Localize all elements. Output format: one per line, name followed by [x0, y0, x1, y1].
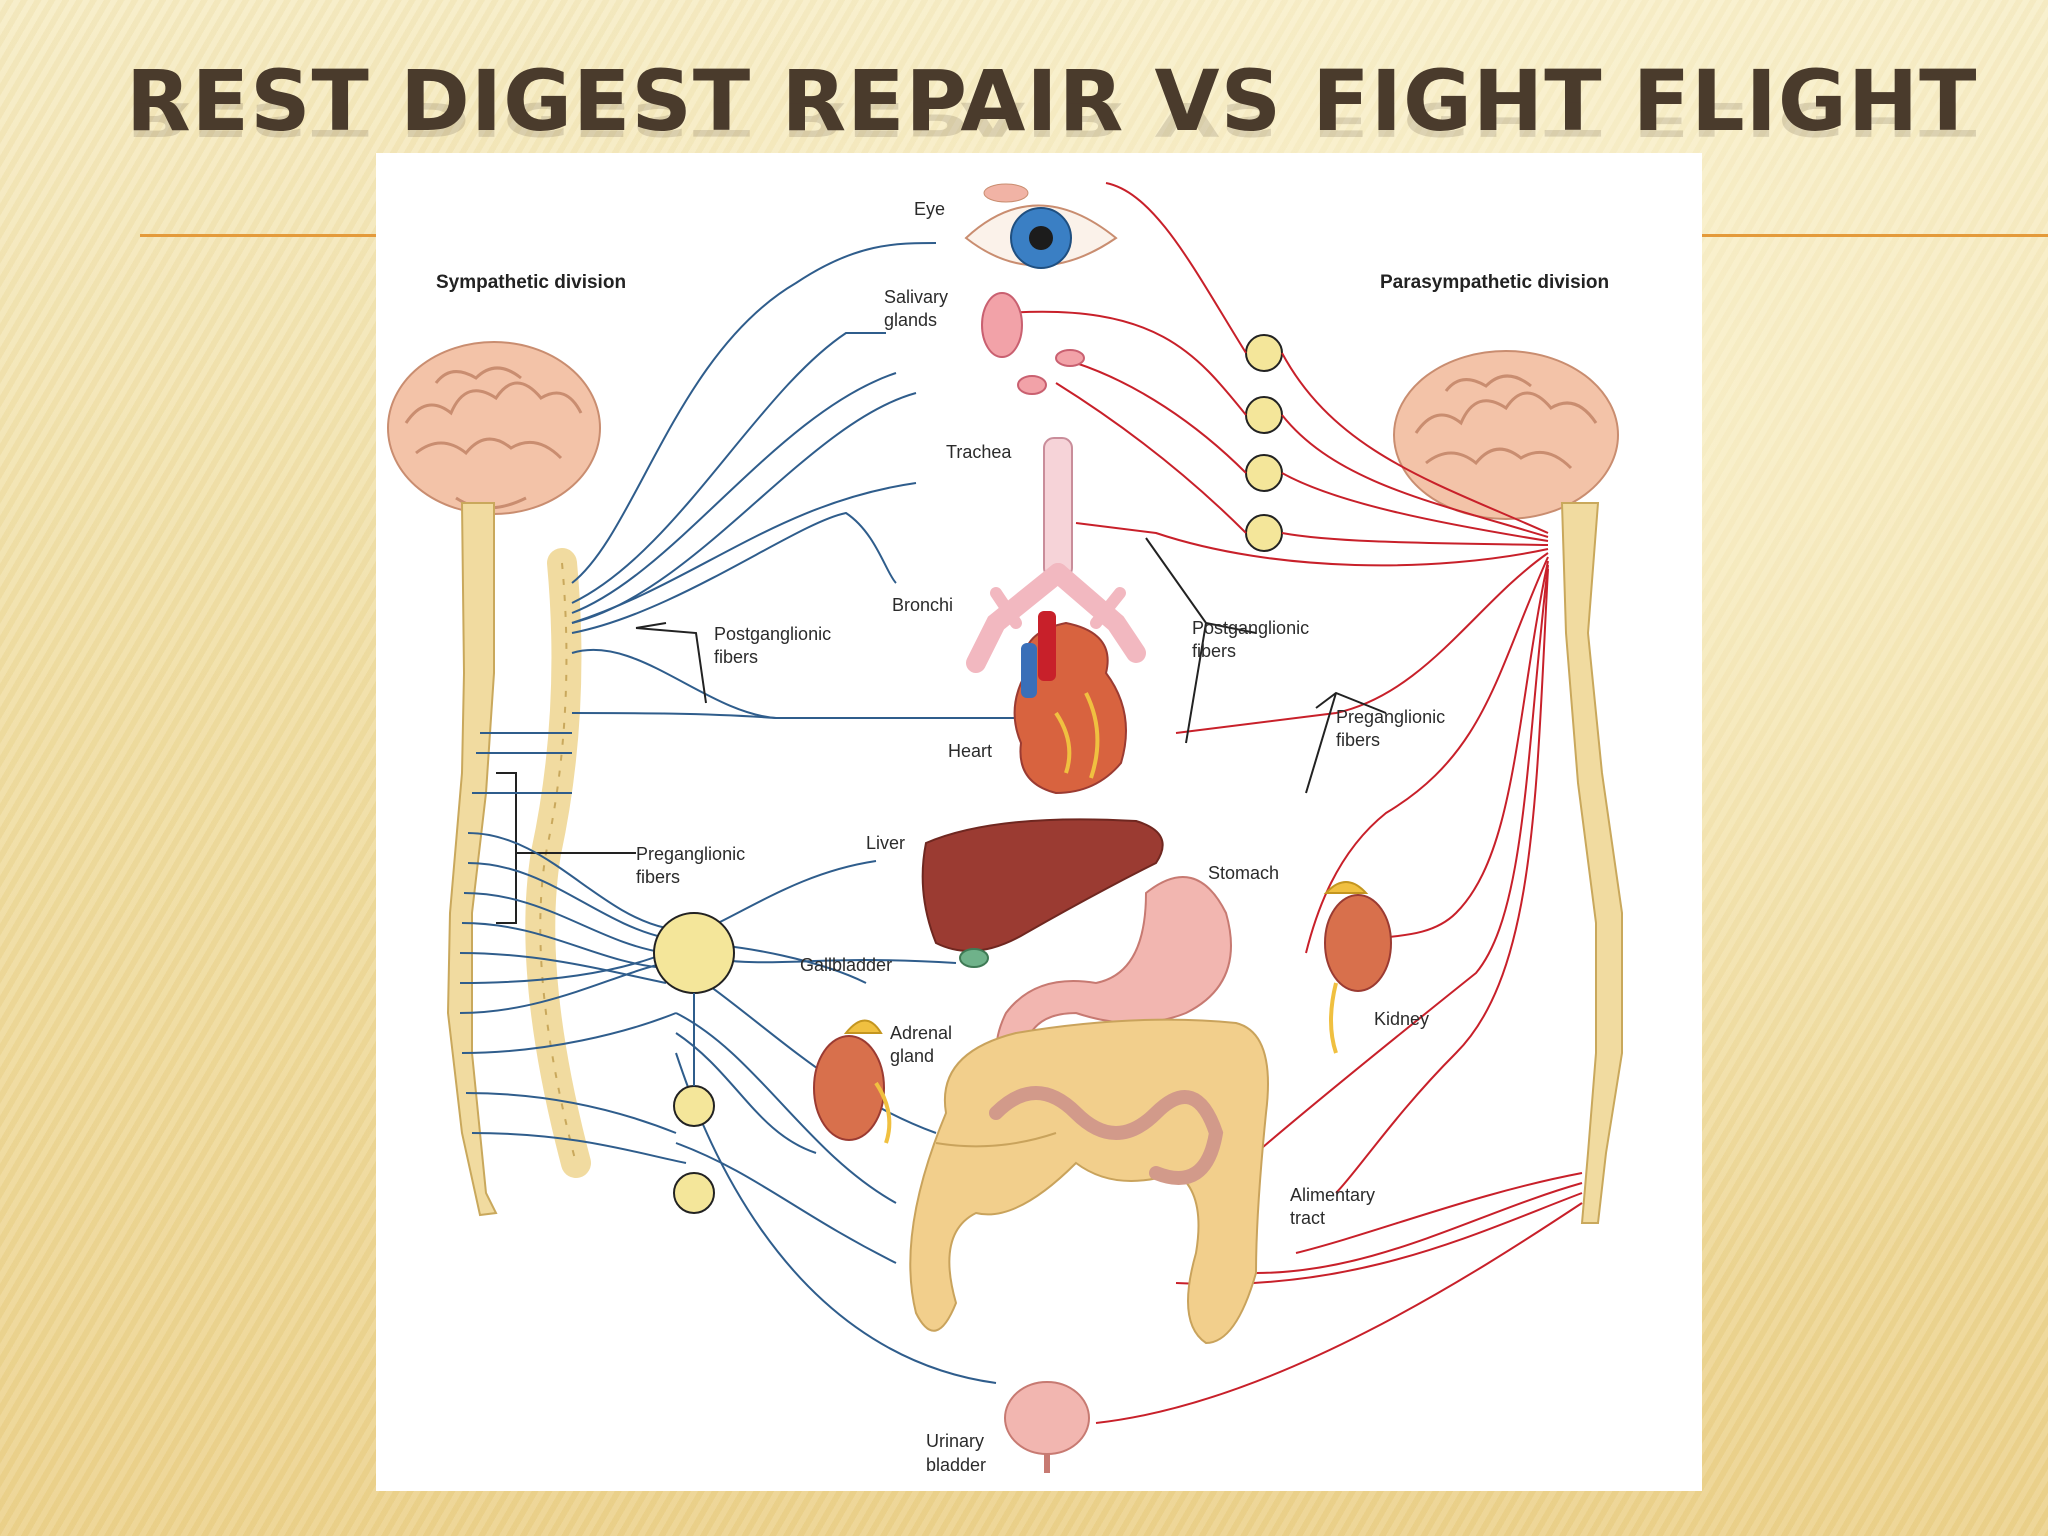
symp-pre-bracket [496, 773, 516, 923]
label-stomach: Stomach [1208, 863, 1279, 883]
label-adrenal-2: gland [890, 1046, 934, 1066]
label-trachea: Trachea [946, 442, 1012, 462]
label-para-preganglionic-1: Preganglionic [1336, 707, 1445, 727]
liver-organ [923, 819, 1163, 967]
label-alimentary-1: Alimentary [1290, 1185, 1375, 1205]
label-gallbladder: Gallbladder [800, 955, 892, 975]
title-rule-left [140, 234, 376, 237]
label-heart: Heart [948, 741, 992, 761]
label-liver: Liver [866, 833, 905, 853]
label-salivary-1: Salivary [884, 287, 948, 307]
label-symp-postganglionic-2: fibers [714, 647, 758, 667]
eye-organ [966, 184, 1116, 268]
label-para-preganglionic-2: fibers [1336, 730, 1380, 750]
sympathetic-brain [388, 342, 600, 514]
parasympathetic-brain [1394, 351, 1618, 519]
parasympathetic-spinal-cord [1562, 503, 1622, 1223]
parasympathetic-ganglia [1246, 335, 1282, 551]
label-kidney: Kidney [1374, 1009, 1429, 1029]
collateral-ganglia [654, 913, 734, 1213]
label-salivary-2: glands [884, 310, 937, 330]
heart-organ [1015, 611, 1126, 793]
parasympathetic-division-header: Parasympathetic division [1380, 272, 1609, 293]
autonomic-nervous-system-diagram: Sympathetic division Parasympathetic div… [376, 153, 1702, 1491]
label-alimentary-2: tract [1290, 1208, 1325, 1228]
salivary-glands-organ [982, 293, 1084, 394]
sympathetic-division-header: Sympathetic division [436, 272, 626, 293]
sympathetic-spinal-cord [448, 503, 496, 1215]
label-para-postganglionic-2: fibers [1192, 641, 1236, 661]
label-symp-preganglionic-1: Preganglionic [636, 844, 745, 864]
label-adrenal-1: Adrenal [890, 1023, 952, 1043]
label-symp-preganglionic-2: fibers [636, 867, 680, 887]
label-bladder-1: Urinary [926, 1431, 984, 1451]
label-symp-postganglionic-1: Postganglionic [714, 624, 831, 644]
title-rule-right [1702, 234, 2048, 237]
intestine-organ [910, 1020, 1268, 1343]
label-bladder-2: bladder [926, 1455, 986, 1475]
urinary-bladder-organ [1005, 1382, 1089, 1473]
slide-title-reflection: REST DIGEST REPAIR VS FIGHT FLIGHT [126, 92, 1977, 146]
label-bronchi: Bronchi [892, 595, 953, 615]
autonomic-diagram-panel: Sympathetic division Parasympathetic div… [376, 153, 1702, 1491]
label-eye: Eye [914, 199, 945, 219]
adrenal-kidney-organ [814, 1021, 889, 1144]
label-para-postganglionic-1: Postganglionic [1192, 618, 1309, 638]
sympathetic-chain [540, 563, 576, 1163]
